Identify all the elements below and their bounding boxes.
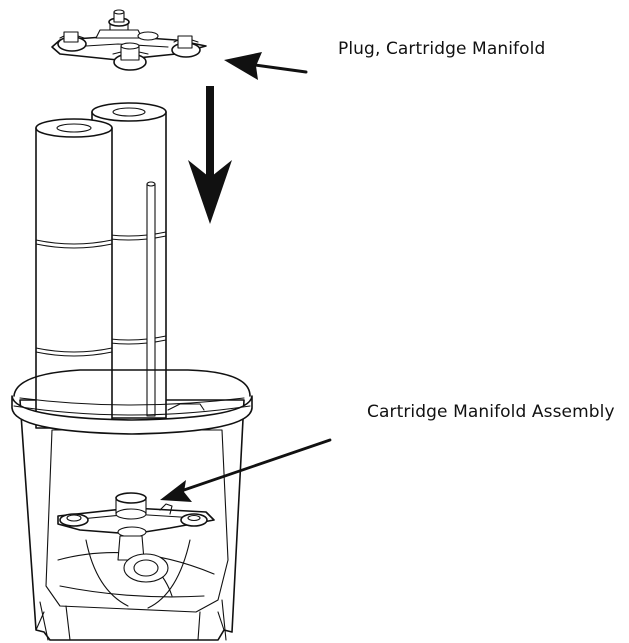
tank-rim — [11, 369, 253, 435]
assembly-callout-arrow-icon — [160, 438, 332, 502]
plug-cartridge-manifold-label: Plug, Cartridge Manifold — [338, 39, 546, 59]
filter-cartridge-front — [35, 118, 113, 429]
air-relief-tube — [146, 181, 156, 417]
cartridge-manifold-assembly — [57, 492, 215, 583]
plug-cartridge-manifold — [51, 9, 207, 71]
cartridge-manifold-assembly-label: Cartridge Manifold Assembly — [367, 402, 615, 422]
insertion-arrow-icon — [188, 86, 232, 224]
plug-callout-arrow-icon — [224, 52, 308, 80]
